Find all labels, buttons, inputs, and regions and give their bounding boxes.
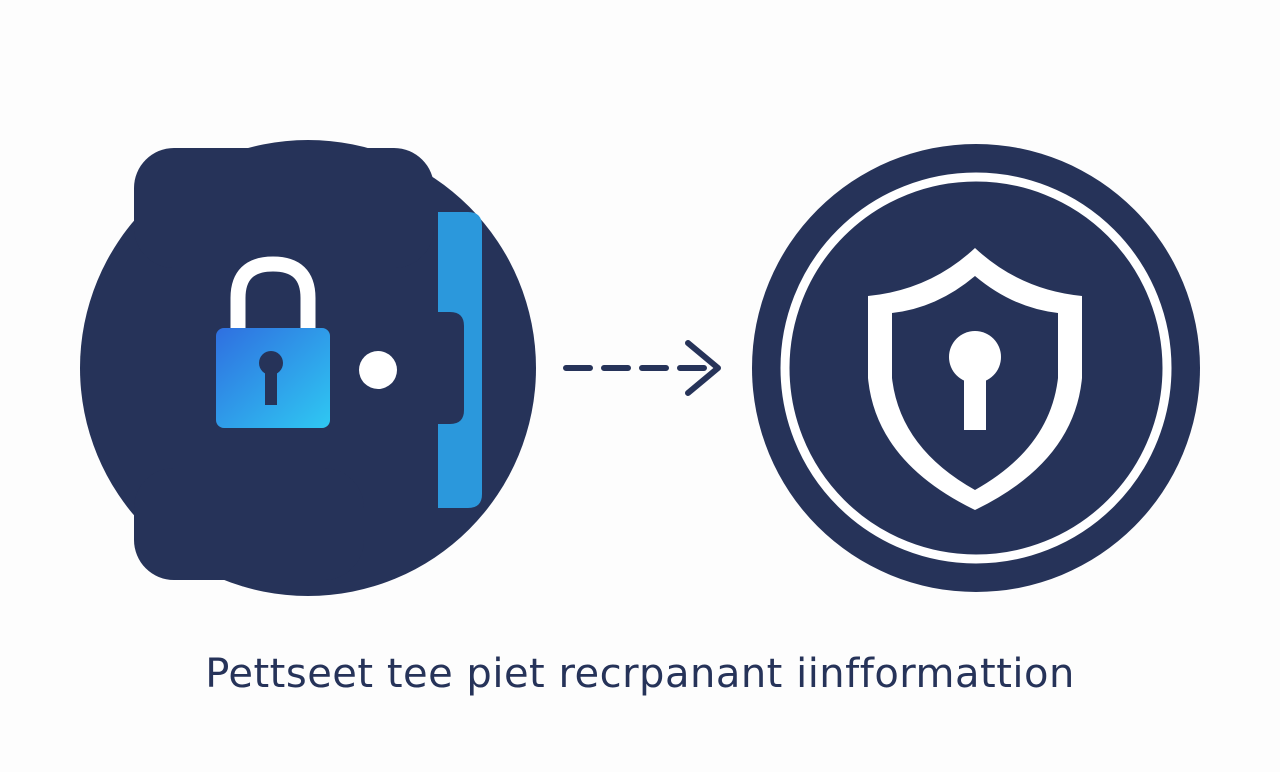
- padlock-keyhole-slot: [265, 368, 277, 405]
- device-tab-notch: [430, 312, 464, 424]
- shield-keyhole-slot: [964, 372, 986, 430]
- locked-device-icon: [80, 140, 536, 596]
- shield-inner-ring: [780, 172, 1172, 564]
- padlock-icon: [216, 256, 330, 428]
- device-top-bump: [134, 148, 434, 268]
- device-bottom-bump: [134, 468, 364, 580]
- padlock-shackle: [230, 256, 316, 340]
- device-dot-button: [359, 351, 397, 389]
- shield-keyhole-top: [949, 331, 1001, 383]
- shield-keyhole-icon: [752, 144, 1200, 592]
- arrow-head: [685, 340, 721, 396]
- diagram-caption: Pettseet tee piet recrpanant iinfformatt…: [205, 651, 1075, 697]
- dashed-arrow-icon: [563, 340, 721, 396]
